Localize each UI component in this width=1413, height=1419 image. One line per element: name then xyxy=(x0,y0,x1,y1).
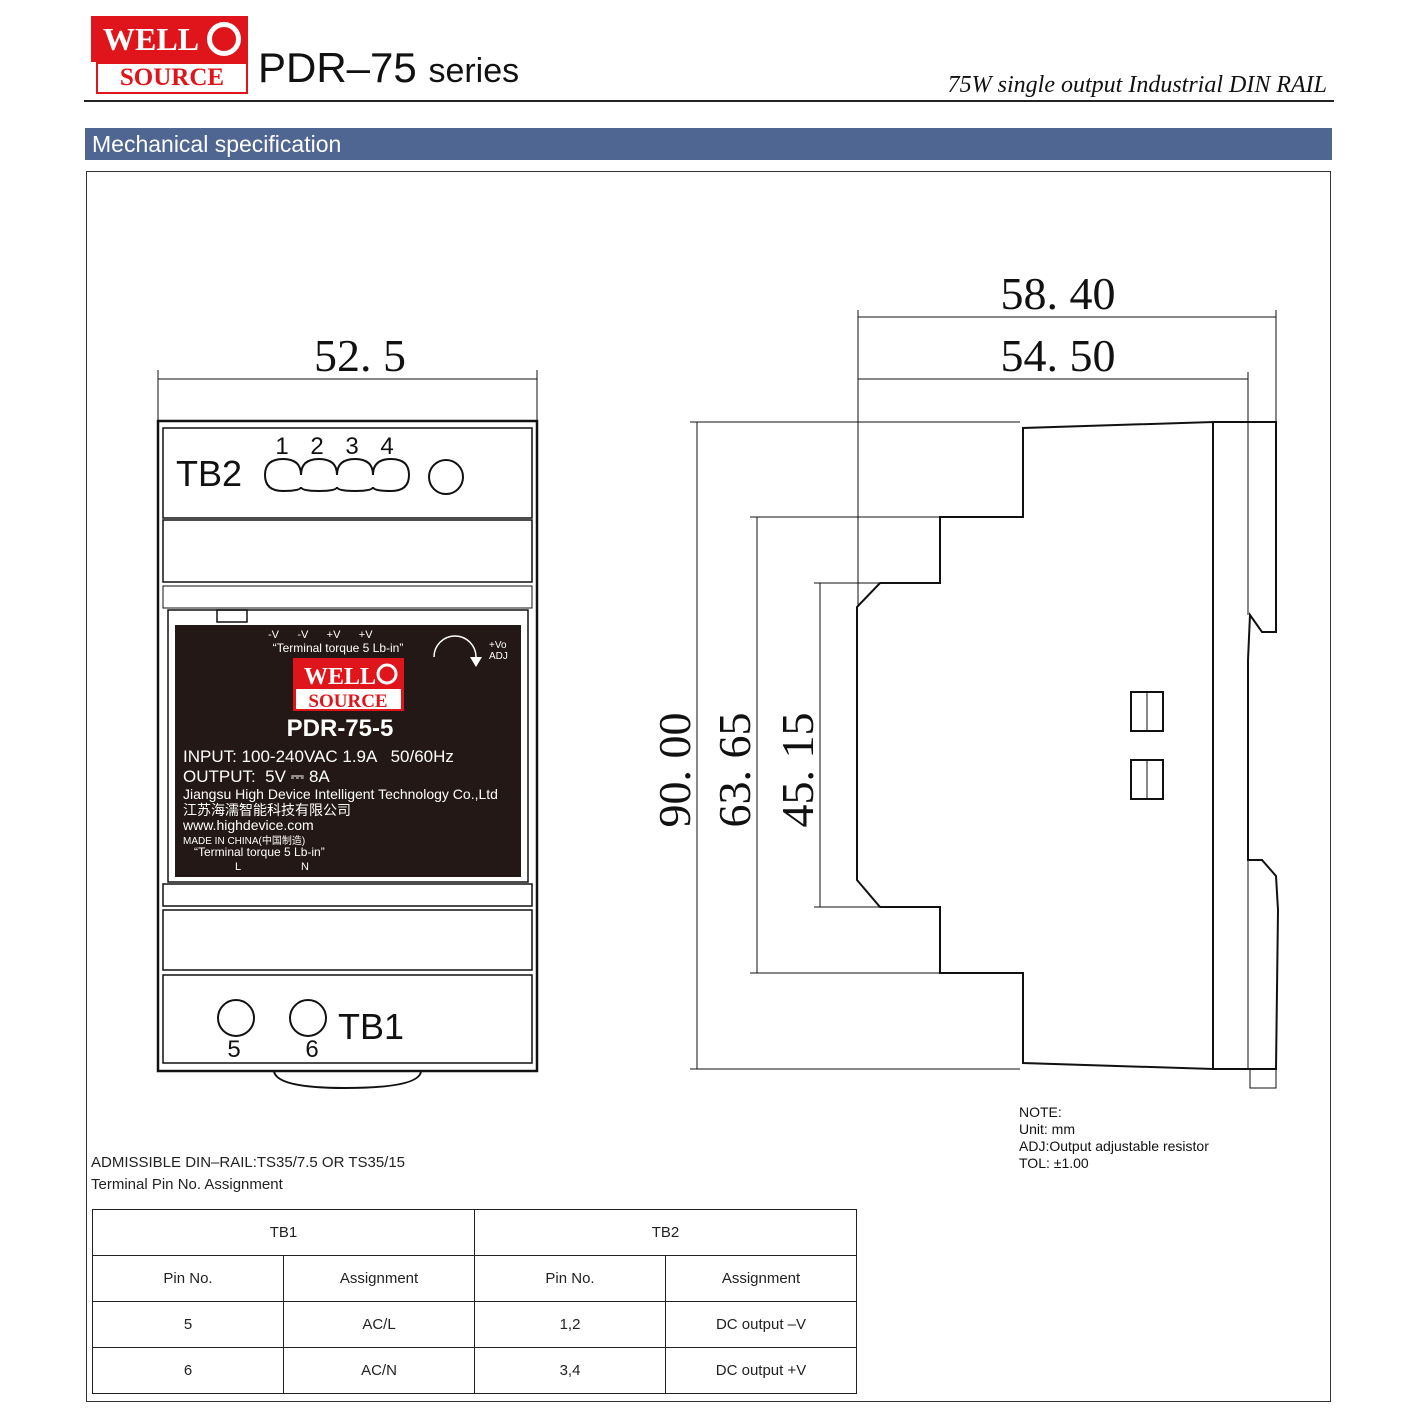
header-divider xyxy=(84,100,1334,102)
pin-2: 2 xyxy=(310,433,323,460)
logo-ring-icon xyxy=(207,22,241,56)
logo-source: SOURCE xyxy=(96,62,248,94)
dim-mid: 63. 65 xyxy=(709,713,760,828)
section-title: Mechanical specification xyxy=(85,128,1332,160)
label-company: Jiangsu High Device Intelligent Technolo… xyxy=(183,786,498,802)
table-cell: 5 xyxy=(92,1301,284,1348)
front-view: 52. 5 TB2 1 2 3 4 TB1 5 6 xyxy=(156,330,539,1090)
note-title: NOTE: xyxy=(1019,1104,1062,1120)
pin-5: 5 xyxy=(227,1036,240,1063)
side-view: 58. 40 54. 50 90. 00 63. 65 45. 15 xyxy=(649,268,1280,1089)
label-terminals: -V -V +V +V xyxy=(268,629,373,641)
dim-front-width: 52. 5 xyxy=(314,330,406,381)
pin-3: 3 xyxy=(345,433,358,460)
pin-6: 6 xyxy=(305,1036,318,1063)
adjust-arrow-icon xyxy=(433,635,477,658)
header-cell: Assignment xyxy=(283,1255,475,1302)
label-n: N xyxy=(301,861,309,873)
label-adj: ADJ xyxy=(489,651,508,662)
drawing-frame xyxy=(86,171,1331,1402)
label-input: INPUT: 100-240VAC 1.9A 50/60Hz xyxy=(183,747,454,766)
pin-1: 1 xyxy=(275,433,288,460)
label-torque-bottom: “Terminal torque 5 Lb-in” xyxy=(194,845,325,859)
label-made-in: MADE IN CHINA(中国制造) xyxy=(183,834,305,847)
pin-assignment-title: Terminal Pin No. Assignment xyxy=(91,1176,283,1193)
table-cell: DC output –V xyxy=(665,1301,857,1348)
note-adj: ADJ:Output adjustable resistor xyxy=(1019,1138,1209,1154)
page-title: PDR–75 series xyxy=(258,44,520,91)
tb1-terminal-6 xyxy=(289,999,327,1037)
table-cell: AC/N xyxy=(283,1347,475,1394)
label-company-cn: 江苏海濡智能科技有限公司 xyxy=(183,802,351,818)
dim-inner: 45. 15 xyxy=(772,713,823,828)
label-website: www.highdevice.com xyxy=(182,817,314,833)
tb1-terminal-5 xyxy=(217,999,255,1037)
label-l: L xyxy=(235,861,241,873)
notes: NOTE: Unit: mm ADJ:Output adjustable res… xyxy=(1019,1104,1209,1172)
group-tb1: TB1 xyxy=(92,1209,475,1256)
dim-total-width: 58. 40 xyxy=(1001,268,1116,319)
table-cell: 3,4 xyxy=(474,1347,666,1394)
note-unit: Unit: mm xyxy=(1019,1121,1075,1137)
table-cell: DC output +V xyxy=(665,1347,857,1394)
note-tol: TOL: ±1.00 xyxy=(1019,1155,1089,1171)
tb1-label: TB1 xyxy=(338,1006,404,1047)
header-cell: Pin No. xyxy=(474,1255,666,1302)
header-cell: Pin No. xyxy=(92,1255,284,1302)
label-torque: “Terminal torque 5 Lb-in” xyxy=(273,641,404,655)
label-logo-well: WELL xyxy=(304,664,376,690)
din-rail-note: ADMISSIBLE DIN–RAIL:TS35/7.5 OR TS35/15 xyxy=(91,1154,406,1171)
rail-notes: ADMISSIBLE DIN–RAIL:TS35/7.5 OR TS35/15 … xyxy=(91,1152,405,1196)
table-cell: 1,2 xyxy=(474,1301,666,1348)
header-cell: Assignment xyxy=(665,1255,857,1302)
dim-height: 90. 00 xyxy=(649,713,700,828)
brand-logo: WELL SOURCE xyxy=(91,16,248,94)
label-model: PDR-75-5 xyxy=(287,715,394,742)
tb2-terminal-block xyxy=(263,457,411,493)
label-adj-vo: +Vo xyxy=(489,640,507,651)
label-logo-source: SOURCE xyxy=(308,691,387,712)
table-cell: 6 xyxy=(92,1347,284,1394)
dim-body-width: 54. 50 xyxy=(1001,330,1116,381)
tb2-extra-hole xyxy=(428,459,464,495)
tb2-label: TB2 xyxy=(176,453,242,494)
product-label: -V -V +V +V “Terminal torque 5 Lb-in” +V… xyxy=(175,625,521,877)
label-output: OUTPUT: 5V ⎓ 8A xyxy=(183,767,330,786)
page-subtitle: 75W single output Industrial DIN RAIL xyxy=(947,72,1327,98)
pin-4: 4 xyxy=(380,433,393,460)
group-tb2: TB2 xyxy=(474,1209,857,1256)
table-cell: AC/L xyxy=(283,1301,475,1348)
